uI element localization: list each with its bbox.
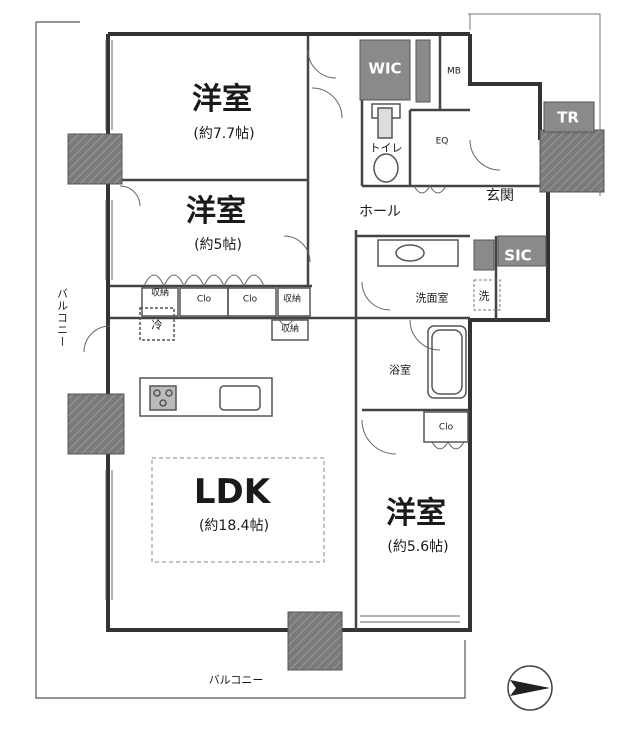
bedroom-right-area: (約5.6帖) <box>387 539 449 555</box>
balcony-left-label: バルコニー <box>55 288 69 348</box>
eq-label: EQ <box>435 136 449 147</box>
storage-label-2: 収納 <box>282 294 302 305</box>
ldk-area: (約18.4帖) <box>198 518 270 534</box>
bedroom-top-area: (約7.7帖) <box>193 126 255 142</box>
storage-label-3: 収納 <box>280 324 300 335</box>
ldk-name: LDK <box>193 472 271 512</box>
kitchen-counter <box>139 377 273 417</box>
closet-label-3: Clo <box>438 422 454 433</box>
mb-label: MB <box>447 66 461 77</box>
washroom-label: 洗面室 <box>415 291 449 305</box>
balcony-bottom-label: バルコニー <box>208 673 264 687</box>
interior-walls <box>110 36 548 630</box>
door-swings <box>83 49 501 455</box>
washbasin <box>377 239 459 267</box>
sic-label: SIC <box>504 246 532 265</box>
bathtub <box>427 325 467 399</box>
bedroom-mid-area: (約5帖) <box>194 237 242 253</box>
bath-label: 浴室 <box>389 363 411 377</box>
storage-label-1: 収納 <box>150 288 170 299</box>
closet-boxes <box>139 287 469 443</box>
bedroom-right-name: 洋室 <box>386 496 446 531</box>
north-arrow-icon <box>507 665 553 711</box>
windows <box>105 40 460 623</box>
exterior-walls <box>106 32 550 632</box>
toilet-fixture <box>371 103 401 183</box>
bedroom-mid-name: 洋室 <box>186 194 246 229</box>
toilet-label: トイレ <box>369 141 403 155</box>
tr-label: TR <box>557 108 579 127</box>
closet-label-1: Clo <box>196 294 212 305</box>
hall-label: ホール <box>359 204 401 220</box>
entrance-label: 玄関 <box>486 188 514 204</box>
washer-label: 洗 <box>478 289 490 303</box>
fridge-label: 冷 <box>151 318 163 332</box>
structural-columns <box>67 39 605 671</box>
closet-label-2: Clo <box>242 294 258 305</box>
bedroom-top-name: 洋室 <box>192 82 252 117</box>
balcony-outline <box>35 21 466 699</box>
ldk-dashed-area <box>151 457 325 563</box>
washer-box <box>473 279 501 311</box>
wic-label: WIC <box>368 59 402 78</box>
